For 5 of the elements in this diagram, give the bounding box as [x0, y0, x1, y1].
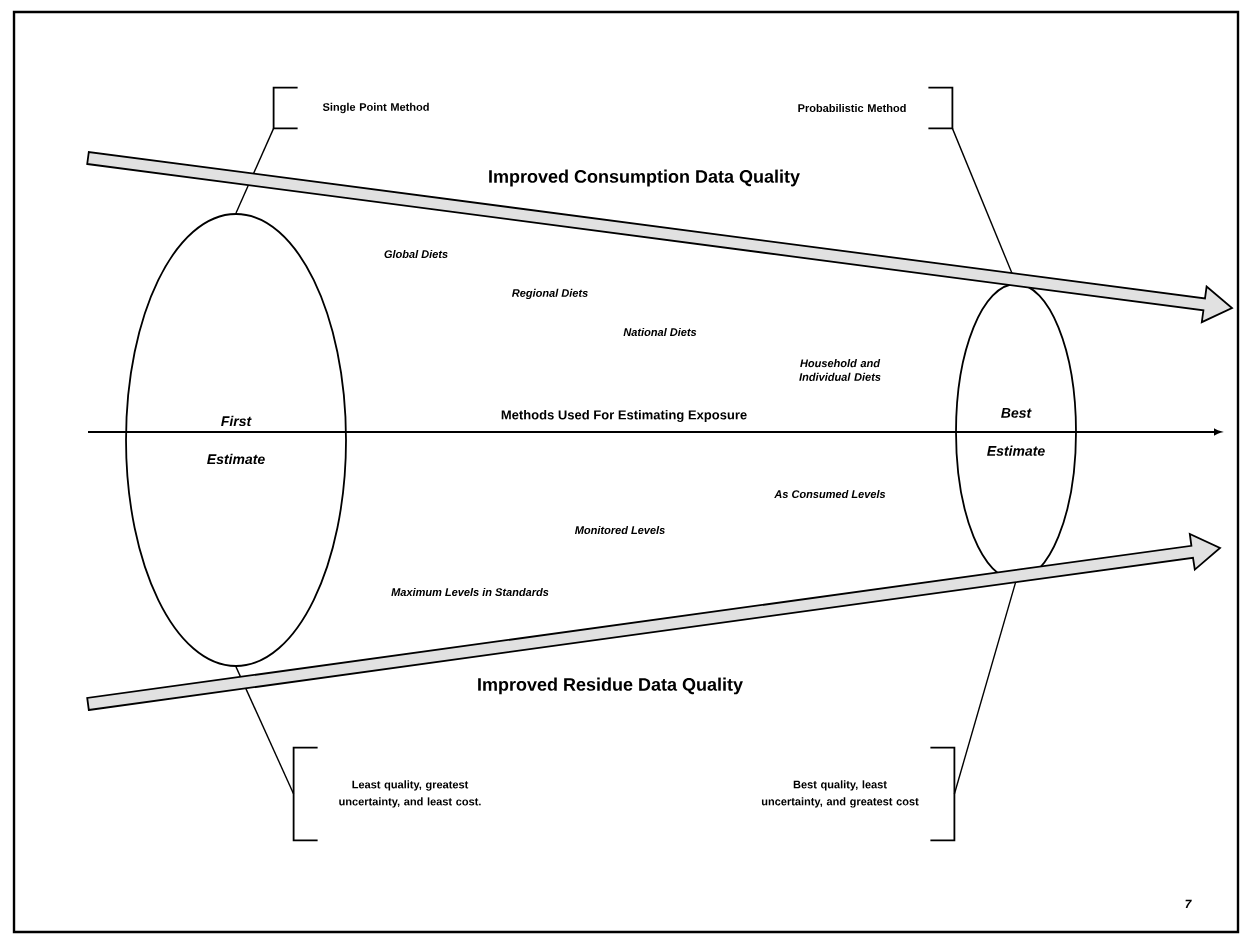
axis-title: Improved Consumption Data Quality [489, 169, 800, 187]
leader-line [235, 666, 295, 795]
axis-title: Improved Residue Data Quality [478, 677, 743, 695]
leader-line [953, 580, 1017, 795]
leader-line [235, 127, 275, 214]
